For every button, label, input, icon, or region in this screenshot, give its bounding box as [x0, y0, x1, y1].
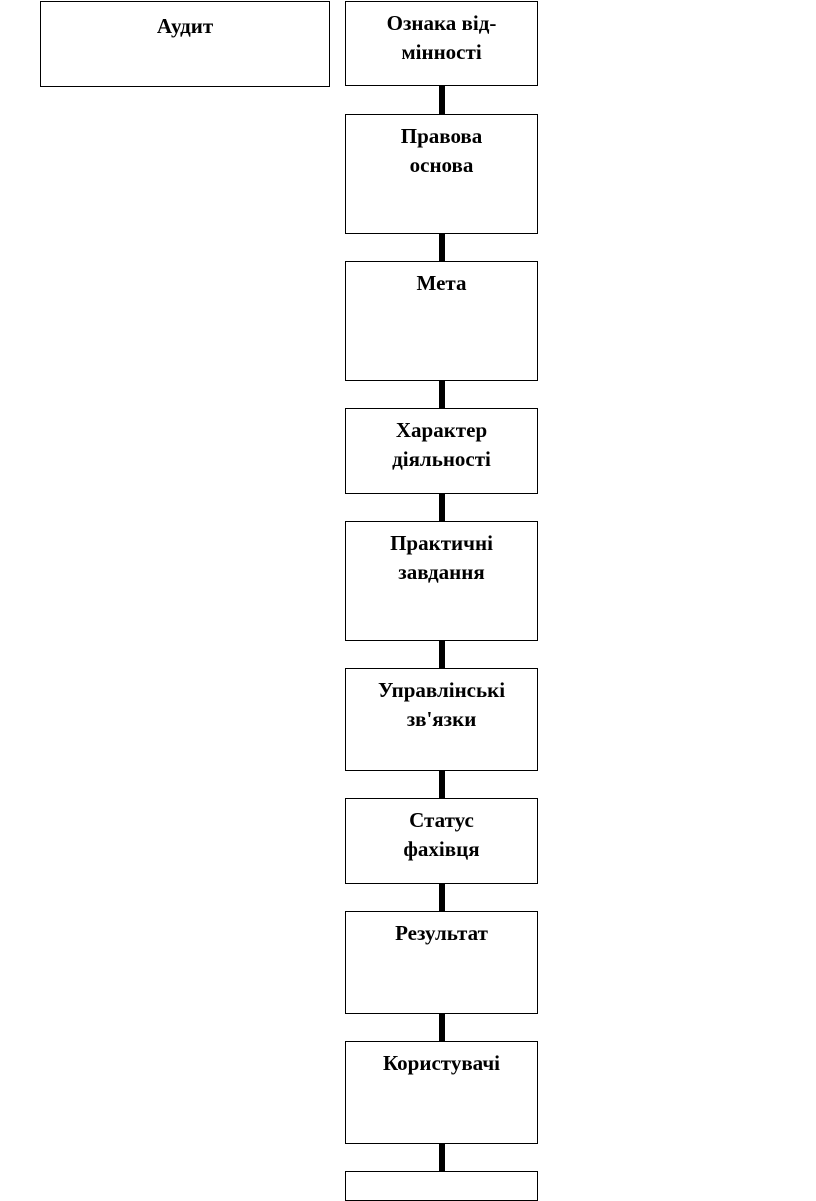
- connector-line: [439, 1014, 445, 1041]
- connector-line: [439, 1144, 445, 1171]
- connector-line: [439, 381, 445, 408]
- criterion-box-management-links: Управлінські зв'язки: [345, 668, 538, 771]
- criterion-box-continuation: [345, 1171, 538, 1201]
- criterion-box-result: Результат: [345, 911, 538, 1014]
- criterion-label: Користувачі: [383, 1051, 500, 1075]
- criterion-box-users: Користувачі: [345, 1041, 538, 1144]
- criterion-label: Практичні завдання: [390, 531, 493, 584]
- criterion-label: Статус фахівця: [403, 808, 480, 861]
- connector-line: [439, 86, 445, 114]
- criterion-label: Мета: [416, 271, 467, 295]
- criterion-box-goal: Мета: [345, 261, 538, 381]
- criterion-label: Результат: [395, 921, 488, 945]
- criterion-label: Ознака від-мінності: [386, 11, 497, 64]
- criterion-label: Управлінські зв'язки: [377, 678, 506, 731]
- audit-box: Аудит: [40, 1, 330, 87]
- criterion-box-specialist-status: Статус фахівця: [345, 798, 538, 884]
- connector-line: [439, 884, 445, 911]
- criterion-box-distinction-sign: Ознака від-мінності: [345, 1, 538, 86]
- criterion-label: Характер діяльності: [392, 418, 491, 471]
- criterion-label: Правова основа: [400, 124, 483, 177]
- connector-line: [439, 234, 445, 261]
- criterion-box-practical-tasks: Практичні завдання: [345, 521, 538, 641]
- connector-line: [439, 641, 445, 668]
- audit-label: Аудит: [156, 14, 214, 38]
- criterion-box-activity-nature: Характер діяльності: [345, 408, 538, 494]
- connector-line: [439, 771, 445, 798]
- connector-line: [439, 494, 445, 521]
- criterion-box-legal-basis: Правова основа: [345, 114, 538, 234]
